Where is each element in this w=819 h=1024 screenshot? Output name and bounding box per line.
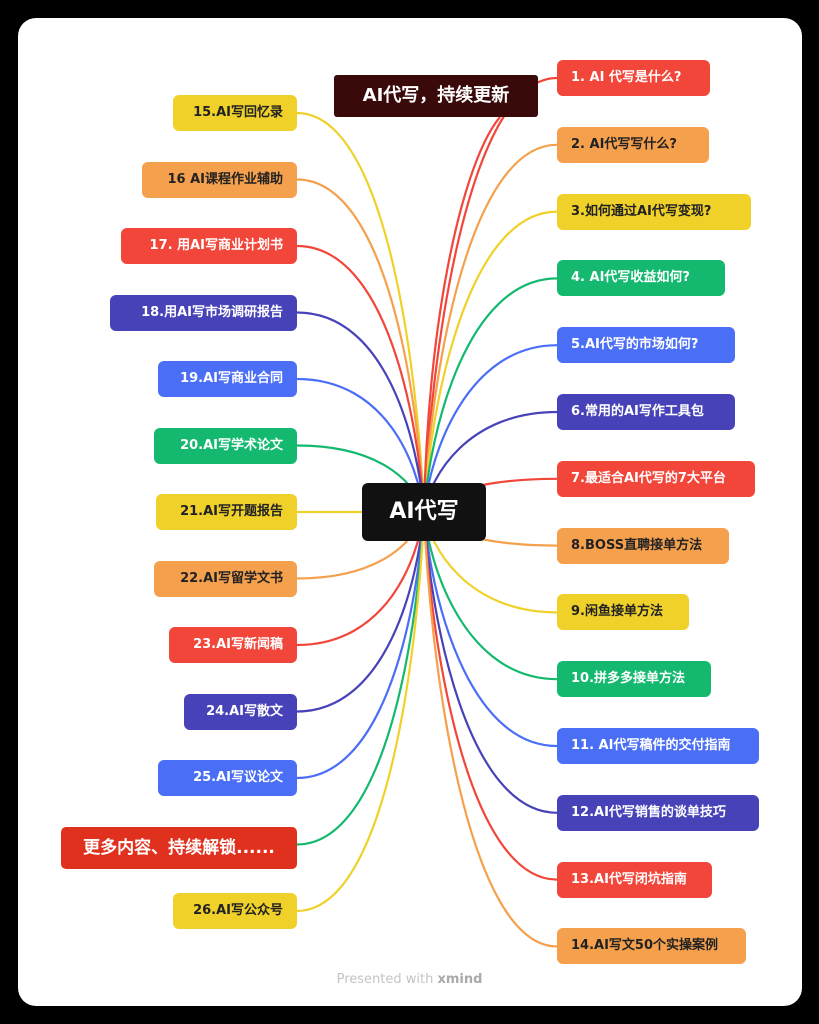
branch-line bbox=[296, 511, 426, 780]
branch-line bbox=[422, 116, 501, 513]
topic-node-right[interactable]: 11. AI代写稿件的交付指南 bbox=[557, 728, 759, 764]
topic-node-left[interactable]: 22.AI写留学文书 bbox=[154, 560, 297, 597]
topic-node-right[interactable]: 10.拼多多接单方法 bbox=[557, 661, 711, 698]
branch-line bbox=[296, 511, 426, 713]
branch-line bbox=[296, 111, 426, 513]
topic-node-right[interactable]: 9.闲鱼接单方法 bbox=[557, 594, 689, 631]
branch-line bbox=[296, 178, 426, 513]
topic-node-right[interactable]: 1. AI 代写是什么? bbox=[557, 60, 710, 96]
topic-node-right[interactable]: 6.常用的AI写作工具包 bbox=[557, 394, 735, 430]
topic-node-right[interactable]: 12.AI代写销售的谈单技巧 bbox=[557, 794, 759, 831]
topic-node-left[interactable]: 19.AI写商业合同 bbox=[158, 361, 297, 397]
topic-node-left[interactable]: 24.AI写散文 bbox=[184, 693, 297, 730]
topic-node-left[interactable]: 23.AI写新闻稿 bbox=[169, 627, 297, 663]
branch-line bbox=[296, 311, 426, 513]
branch-line bbox=[422, 511, 558, 881]
footer-credit: Presented with xmind bbox=[0, 972, 819, 987]
topic-node-right[interactable]: 4. AI代写收益如何? bbox=[557, 260, 725, 297]
branch-line bbox=[296, 244, 426, 513]
topic-node-right[interactable]: 3.如何通过AI代写变现? bbox=[557, 193, 751, 230]
more-content-node[interactable]: 更多内容、持续解锁...... bbox=[61, 827, 297, 869]
topic-node-right[interactable]: 14.AI写文50个实操案例 bbox=[557, 928, 746, 965]
topic-node-left[interactable]: 18.用AI写市场调研报告 bbox=[110, 294, 297, 331]
presented-with-text: Presented with bbox=[336, 972, 434, 987]
topic-node-left[interactable]: 25.AI写议论文 bbox=[158, 760, 297, 796]
topic-node-left[interactable]: 17. 用AI写商业计划书 bbox=[121, 228, 297, 264]
banner-title[interactable]: AI代写，持续更新 bbox=[334, 75, 538, 117]
central-topic[interactable]: AI代写 bbox=[362, 483, 486, 541]
topic-node-right[interactable]: 2. AI代写写什么? bbox=[557, 126, 709, 163]
topic-node-right[interactable]: 7.最适合AI代写的7大平台 bbox=[557, 460, 755, 497]
topic-node-left[interactable]: 15.AI写回忆录 bbox=[173, 95, 297, 131]
topic-node-left[interactable]: 16 AI课程作业辅助 bbox=[142, 161, 297, 198]
topic-node-left[interactable]: 21.AI写开题报告 bbox=[156, 494, 297, 530]
topic-node-right[interactable]: 5.AI代写的市场如何? bbox=[557, 327, 735, 364]
topic-node-right[interactable]: 13.AI代写闭坑指南 bbox=[557, 861, 712, 898]
topic-node-right[interactable]: 8.BOSS直聘接单方法 bbox=[557, 527, 729, 564]
topic-node-left[interactable]: 20.AI写学术论文 bbox=[154, 427, 297, 464]
branch-line bbox=[422, 143, 558, 513]
branch-line bbox=[422, 210, 558, 513]
branch-line bbox=[422, 277, 558, 513]
branch-line bbox=[422, 76, 558, 513]
branch-line bbox=[296, 511, 426, 846]
topic-node-left[interactable]: 26.AI写公众号 bbox=[173, 893, 297, 929]
branch-line bbox=[422, 511, 558, 948]
branch-line bbox=[422, 511, 558, 748]
xmind-logo-text: xmind bbox=[437, 972, 483, 987]
branch-line bbox=[296, 511, 426, 913]
